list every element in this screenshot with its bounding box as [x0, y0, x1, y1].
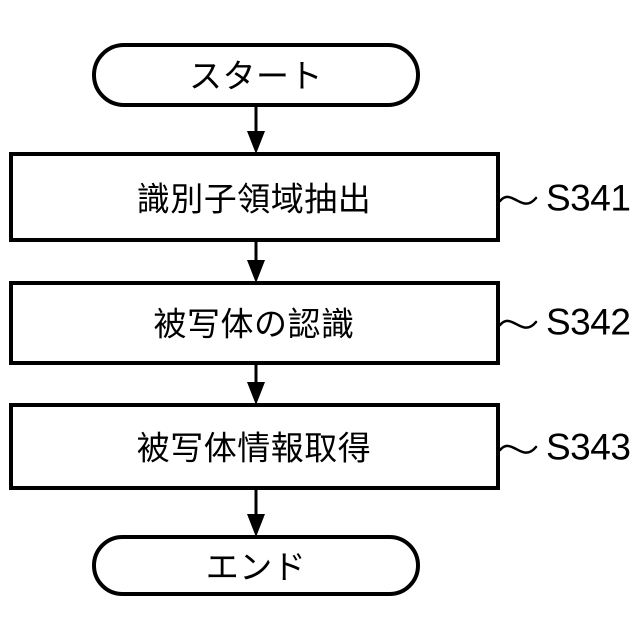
end-terminal-shape	[92, 535, 420, 596]
s341-box-shape	[9, 152, 500, 242]
arrow-head-2	[247, 260, 265, 283]
node-start[interactable]: スタート	[92, 43, 420, 107]
connector-s343-to-end	[247, 488, 265, 537]
start-terminal-label: スタート	[189, 57, 323, 96]
arrow-head-4	[247, 514, 265, 537]
s343-box-label: 被写体情報取得	[137, 429, 372, 468]
step-label-s343: S343	[498, 427, 631, 468]
s343-step-label-text: S343	[546, 427, 630, 468]
s342-box-label: 被写体の認識	[154, 305, 355, 344]
s342-step-label-text: S342	[546, 302, 630, 343]
s343-leader-line	[498, 444, 538, 454]
s341-box-label: 識別子領域抽出	[137, 180, 372, 219]
connector-start-to-s341	[247, 105, 265, 154]
node-s343[interactable]: 被写体情報取得	[9, 403, 500, 490]
s342-leader-line	[498, 319, 538, 329]
connector-s342-to-s343	[247, 363, 265, 405]
arrow-head-1	[247, 131, 265, 154]
s341-leader-line	[498, 195, 538, 205]
step-label-s342: S342	[498, 302, 631, 343]
end-terminal-label: エンド	[206, 548, 307, 587]
s343-box-shape	[9, 403, 500, 490]
node-s342[interactable]: 被写体の認識	[9, 281, 500, 365]
s341-step-label-text: S341	[546, 178, 630, 219]
arrow-head-3	[247, 382, 265, 405]
step-label-s341: S341	[498, 178, 631, 219]
connector-s341-to-s342	[247, 240, 265, 283]
node-end[interactable]: エンド	[92, 535, 420, 596]
node-s341[interactable]: 識別子領域抽出	[9, 152, 500, 242]
